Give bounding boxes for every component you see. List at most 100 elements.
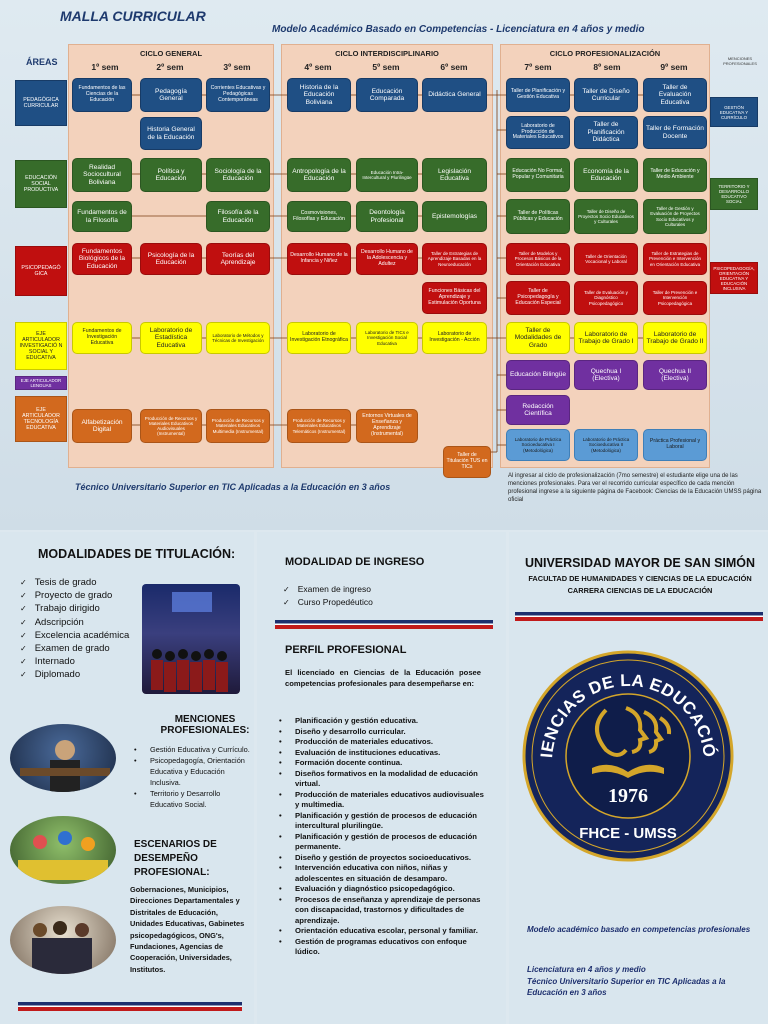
closing-tec: Técnico Universitario Superior en TIC Ap… xyxy=(527,977,726,997)
list-item: Procesos de enseñanza y aprendizaje de p… xyxy=(275,895,485,927)
course-box: Taller de Orientación Vocacional y Labor… xyxy=(574,243,638,275)
logo-year: 1976 xyxy=(608,785,648,807)
titulacion-list: Tesis de grado Proyecto de grado Trabajo… xyxy=(20,576,130,682)
escenarios-text: Gobernaciones, Municipios, Direcciones D… xyxy=(130,885,245,974)
map-title: MALLA CURRICULAR xyxy=(60,8,206,24)
list-item: Adscripción xyxy=(20,616,129,629)
list-item: Proyecto de grado xyxy=(20,589,129,602)
course-box: Entornos Virtuales de Enseñanza y Aprend… xyxy=(356,409,418,443)
list-item: Planificación y gestión educativa. xyxy=(275,716,485,727)
course-box: Pedagogía General xyxy=(140,78,202,112)
course-box: Producción de Recursos y Materiales Educ… xyxy=(140,409,202,443)
perfil-title: PERFIL PROFESIONAL xyxy=(285,644,407,656)
course-box: Taller de Diseño Curricular xyxy=(574,78,638,112)
course-box: Taller de Modalidades de Grado xyxy=(506,322,570,354)
semester-4: 4º sem xyxy=(304,62,332,72)
escenarios-title: ESCENARIOS DE DESEMPEÑO PROFESIONAL: xyxy=(134,839,217,878)
course-box: Psicología de la Educación xyxy=(140,243,202,275)
course-box: Taller de Estrategias de Aprendizaje Bas… xyxy=(422,243,487,275)
course-box: Redacción Científica xyxy=(506,395,570,425)
ingreso-list: Examen de ingreso Curso Propedéutico xyxy=(283,583,373,609)
list-item: Trabajo dirigido xyxy=(20,602,129,615)
course-box: Fundamentos de las Ciencias de la Educac… xyxy=(72,78,132,112)
perfil-list: Planificación y gestión educativa. Diseñ… xyxy=(275,716,485,958)
flag-divider xyxy=(275,620,493,629)
semester-9: 9º sem xyxy=(660,62,688,72)
semester-6: 6º sem xyxy=(440,62,468,72)
curricular-map: MALLA CURRICULAR Modelo Académico Basado… xyxy=(0,0,768,530)
course-box: Taller de Planificación y Gestión Educat… xyxy=(506,78,570,112)
course-box: Taller de Gestión y Evaluación de Proyec… xyxy=(643,199,707,234)
flag-divider xyxy=(18,1002,242,1011)
course-box: Taller de Políticas Públicas y Educación xyxy=(506,199,570,234)
list-item: Orientación educativa escolar, personal … xyxy=(275,926,485,937)
connector-lines xyxy=(132,90,643,453)
course-box: Deontología Profesional xyxy=(356,201,418,232)
semester-3: 3º sem xyxy=(223,62,251,72)
list-item: Evaluación de instituciones educativas. xyxy=(275,748,485,759)
ingreso-title: MODALIDAD DE INGRESO xyxy=(285,556,425,568)
semester-8: 8º sem xyxy=(593,62,621,72)
course-box: Fundamentos Biológicos de la Educación xyxy=(72,243,132,275)
menciones-top-label: MENCIONES PROFESIONALES xyxy=(723,56,757,66)
area-lenguas: EJE ARTICULADOR LENGUAS xyxy=(15,376,67,390)
career-name: CARRERA CIENCIAS DE LA EDUCACIÓN xyxy=(567,586,713,595)
course-box: Taller de Evaluación Educativa xyxy=(643,78,707,112)
mention-label: GESTIÓN EDUCATIVA Y CURRÍCULO xyxy=(710,97,758,127)
course-box: Economía de la Educación xyxy=(574,158,638,192)
list-item: Producción de materiales educativos. xyxy=(275,737,485,748)
course-box: Taller de Psicopedagogía y Educación Esp… xyxy=(506,281,570,315)
mention-label: TERRITORIO Y DESARROLLO EDUCATIVO SOCIAL xyxy=(710,178,758,210)
course-box: Laboratorio de Trabajo de Grado I xyxy=(574,322,638,354)
course-box: Educación No Formal, Popular y Comunitar… xyxy=(506,158,570,192)
course-box: Fundamentos de la Filosofía xyxy=(72,201,132,232)
course-box: Producción de Recursos y Materiales Educ… xyxy=(287,409,351,443)
menciones-title: MENCIONES PROFESIONALES: xyxy=(160,714,250,736)
course-box: Laboratorio de Estadística Educativa xyxy=(140,322,202,354)
course-box: Política y Educación xyxy=(140,158,202,192)
area-tecnologia: EJE ARTICULADOR TECNOLOGÍA EDUCATIVA xyxy=(15,396,67,442)
course-box: Funciones Básicas del Aprendizaje y Esti… xyxy=(422,282,487,314)
course-box: Práctica Profesional y Laboral xyxy=(643,429,707,461)
list-item: Planificación y gestión de procesos de e… xyxy=(275,811,485,832)
technician-note: Técnico Universitario Superior en TIC Ap… xyxy=(75,482,391,492)
course-box: Legislación Educativa xyxy=(422,158,487,192)
list-item: Formación docente continua. xyxy=(275,758,485,769)
course-box: Alfabetización Digital xyxy=(72,409,132,443)
course-box: Educación Intra-Intercultural y Plurilin… xyxy=(356,158,418,192)
perfil-intro: El licenciado en Ciencias de la Educació… xyxy=(285,668,481,688)
list-item: Gestión Educativa y Currículo. xyxy=(130,744,254,755)
course-box: Sociología de la Educación xyxy=(206,158,270,192)
course-box: Producción de Recursos y Materiales Educ… xyxy=(206,409,270,443)
course-box: Historia de la Educación Boliviana xyxy=(287,78,351,112)
course-box: Taller de Titulación TUS en TICs xyxy=(443,446,491,478)
course-box: Taller de Educación y Medio Ambiente xyxy=(643,158,707,192)
list-item: Gestión de programas educativos con enfo… xyxy=(275,937,485,958)
course-box: Corrientes Educativas y Pedagógicas Cont… xyxy=(206,78,270,112)
area-psicopedagogica: PSICOPEDAGÓ GICA xyxy=(15,246,67,296)
list-item: Territorio y Desarrollo Educativo Social… xyxy=(130,788,254,810)
course-box: Laboratorio de Práctica Socioeducativa I… xyxy=(506,429,570,461)
course-box: Desarrollo Humano de la Infancia y Niñez xyxy=(287,243,351,275)
course-box: Didáctica General xyxy=(422,78,487,112)
course-box: Teorías del Aprendizaje xyxy=(206,243,270,275)
area-investigacion: EJE ARTICULADOR INVESTIGACIÓ N SOCIAL Y … xyxy=(15,322,67,370)
course-box: Taller de Modelos y Procesos Básicos de … xyxy=(506,243,570,275)
list-item: Excelencia académica xyxy=(20,629,130,642)
list-item: Examen de ingreso xyxy=(283,583,373,596)
closing-lic: Licenciatura en 4 años y medio xyxy=(527,965,646,974)
children-photo xyxy=(10,816,116,884)
course-box: Laboratorio de Producción de Materiales … xyxy=(506,116,570,149)
list-item: Producción de materiales educativos audi… xyxy=(275,790,485,811)
list-item: Curso Propedéutico xyxy=(283,596,373,609)
course-box: Taller de Planificación Didáctica xyxy=(574,116,638,149)
course-box: Laboratorio de TICs e Investigación Soci… xyxy=(356,322,418,354)
course-box: Filosofía de la Educación xyxy=(206,201,270,232)
course-box: Laboratorio de Investigación - Acción xyxy=(422,322,487,354)
semester-5: 5º sem xyxy=(372,62,400,72)
course-box: Fundamentos de Investigación Educativa xyxy=(72,322,132,354)
map-subtitle: Modelo Académico Basado en Competencias … xyxy=(272,24,645,35)
course-box: Laboratorio de Investigación Etnográfica xyxy=(287,322,351,354)
course-box: Taller de Formación Docente xyxy=(643,116,707,149)
semester-2: 2º sem xyxy=(156,62,184,72)
